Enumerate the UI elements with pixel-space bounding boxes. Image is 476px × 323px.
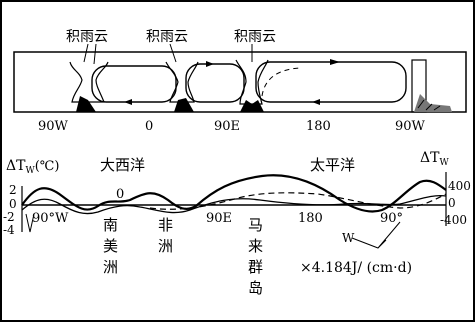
flux-axis-label: ΔTW bbox=[420, 150, 449, 168]
zero-mark: 0 bbox=[116, 187, 124, 202]
lower-tick-90-right: 90° bbox=[380, 211, 403, 226]
top-tick-0: 0 bbox=[145, 119, 153, 134]
pacific-label: 太平洋 bbox=[310, 156, 355, 174]
left-tick-2: 2 bbox=[9, 183, 17, 197]
circulation-cell-3-dashed bbox=[261, 67, 301, 97]
unit-label: ×4.184J/ (cm·d) bbox=[300, 260, 412, 276]
top-tick-90w-right: 90W bbox=[395, 119, 426, 134]
lower-tick-90e: 90E bbox=[206, 211, 232, 226]
cloud-pointer-2 bbox=[169, 43, 177, 63]
circulation-cell-1 bbox=[91, 65, 177, 103]
circulation-cell-2 bbox=[185, 63, 245, 103]
lower-tick-180: 180 bbox=[298, 211, 323, 226]
cell-3-arrow-lower bbox=[312, 99, 320, 105]
top-tick-90e: 90E bbox=[214, 119, 240, 134]
temperature-panel: ΔTW(℃) 大西洋 太平洋 ΔTW 2 0 -2 -4 400 0 -400 … bbox=[3, 150, 471, 297]
place-label-malay-archipelago: 马来群岛 bbox=[248, 216, 263, 297]
heat-flux-curve bbox=[21, 194, 447, 215]
temp-axis-label: ΔTW(℃) bbox=[6, 158, 59, 176]
land-south-america bbox=[76, 96, 96, 112]
cell-1-arrow bbox=[124, 99, 132, 105]
cloud-label-2: 积雨云 bbox=[146, 29, 188, 45]
land-malay bbox=[240, 100, 264, 112]
land-africa bbox=[174, 98, 194, 112]
left-w-marker bbox=[25, 213, 35, 233]
lower-tick-90w: 90°W bbox=[32, 211, 69, 226]
right-tick-minus400: -400 bbox=[440, 213, 467, 227]
cumulonimbus-cloud-1 bbox=[69, 61, 109, 103]
top-tick-180: 180 bbox=[306, 119, 331, 134]
cumulonimbus-cloud-3 bbox=[235, 59, 269, 105]
cloud-pointer-1 bbox=[83, 43, 97, 65]
dashed-curve bbox=[149, 192, 447, 210]
place-label-south-america: 南美洲 bbox=[103, 216, 118, 276]
circulation-panel: 积雨云 积雨云 积雨云 bbox=[13, 29, 467, 134]
left-tick-minus2: -2 bbox=[3, 210, 15, 224]
cell-3-arrow bbox=[330, 59, 340, 65]
w-pointer-lines bbox=[351, 221, 401, 249]
cell-2-arrow bbox=[206, 61, 214, 67]
left-tick-minus4: -4 bbox=[3, 223, 15, 237]
right-tick-400: 400 bbox=[448, 179, 471, 193]
cloud-label-1: 积雨云 bbox=[66, 29, 108, 45]
cloud-label-3: 积雨云 bbox=[234, 29, 276, 45]
left-tick-0: 0 bbox=[9, 197, 17, 211]
top-tick-90w: 90W bbox=[38, 119, 69, 134]
land-east-pacific bbox=[411, 59, 452, 113]
cumulonimbus-cloud-2 bbox=[165, 61, 199, 103]
place-label-africa: 非洲 bbox=[158, 216, 173, 255]
atlantic-label: 大西洋 bbox=[100, 156, 145, 174]
circulation-cell-3 bbox=[255, 61, 407, 103]
w-label: W bbox=[342, 231, 355, 245]
right-tick-0: 0 bbox=[448, 196, 456, 210]
